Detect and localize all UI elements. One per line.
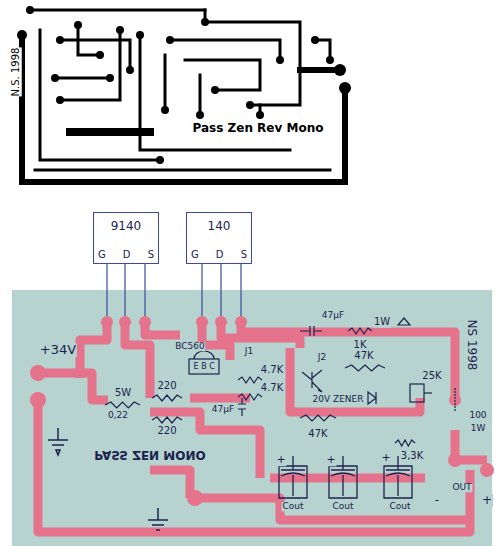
component-label: 0,22: [107, 411, 129, 420]
component-label: +: [325, 454, 336, 466]
resistor-symbol: [238, 377, 262, 383]
copper-pads: [17, 6, 351, 164]
component-label: C: [208, 363, 216, 371]
transistor-outline: [194, 351, 214, 359]
part-number: 9140: [111, 219, 142, 233]
board-title: Pass Zen Rev Mono: [193, 122, 324, 135]
resistor-symbol: [105, 402, 140, 408]
component-label: B: [200, 363, 208, 371]
pin-name: D: [123, 249, 131, 260]
component-label: 220: [156, 426, 177, 437]
component-label: 47µF: [321, 311, 345, 320]
pin-name: G: [191, 249, 199, 260]
transistor-pinout-box: 140G D S: [186, 212, 252, 264]
output-arrow: [398, 318, 410, 325]
resistor-symbol: [152, 395, 182, 401]
board-pads: [30, 316, 494, 506]
component-label: 20V ZENER: [312, 395, 365, 404]
component-label: +: [380, 452, 391, 464]
board-mark: NS 1998: [466, 319, 479, 372]
component-label: 47µF: [211, 405, 235, 414]
trimmer-symbol: [410, 384, 424, 402]
capacitor-symbol: [300, 326, 322, 336]
ground-symbol: [48, 428, 168, 530]
capacitor-symbol: [238, 398, 246, 416]
pin-row: GDS: [191, 249, 247, 260]
resistor-symbol: [345, 365, 385, 371]
component-label: 4.7K: [260, 383, 284, 394]
zener-symbol: [368, 392, 376, 404]
component-label: -: [434, 494, 440, 507]
transistor-pinout-box: 9140G D S: [93, 212, 159, 264]
resistor-symbol: [300, 415, 336, 421]
component-label: BC560: [174, 342, 205, 351]
board-ground: [12, 290, 492, 546]
board-mark: N.S. 1998: [11, 48, 22, 97]
component-label: Cout: [281, 502, 304, 511]
component-label: E: [192, 363, 199, 371]
pin-name: G: [98, 249, 106, 260]
component-label: J2: [317, 353, 327, 362]
component-label: 3,3K: [400, 451, 424, 462]
supply-label: +34V: [39, 343, 77, 357]
component-label: Cout: [331, 502, 354, 511]
pin-name: S: [148, 249, 154, 260]
pin-row: GDS: [98, 249, 154, 260]
component-label: 47K: [353, 351, 374, 362]
component-label: 25K: [421, 371, 442, 382]
part-number: 140: [208, 219, 231, 233]
pin-leaders: [107, 264, 241, 316]
component-label: 1K: [353, 340, 368, 351]
board-traces: [38, 322, 487, 532]
component-label: +: [481, 494, 493, 507]
component-label: J1: [244, 347, 254, 356]
component-label: 47K: [307, 429, 328, 440]
resistor-symbol: [348, 328, 372, 334]
component-symbols: [189, 318, 455, 416]
component-label: 4.7K: [260, 365, 284, 376]
resistor-symbol: [454, 388, 455, 412]
resistor-symbol: [395, 440, 415, 446]
component-label: +: [275, 454, 286, 466]
pin-name: D: [216, 249, 224, 260]
component-label: OUT: [451, 483, 472, 492]
component-label: 1W: [373, 317, 391, 328]
component-label: 100: [468, 411, 487, 420]
component-label: Cout: [388, 502, 411, 511]
component-label: 5W: [114, 388, 132, 399]
board-mark: PASS ZEN MONO: [93, 449, 206, 462]
trimmer-symbol: [424, 392, 432, 393]
resistor-symbol: [152, 417, 182, 423]
pin-name: S: [241, 249, 247, 260]
jfet-symbol: [302, 370, 322, 392]
component-label: 1W: [470, 424, 487, 433]
component-label: 220: [156, 381, 177, 392]
transistor-outline: [189, 359, 219, 374]
resistor-symbol: [238, 394, 262, 400]
copper-traces: [22, 10, 345, 182]
